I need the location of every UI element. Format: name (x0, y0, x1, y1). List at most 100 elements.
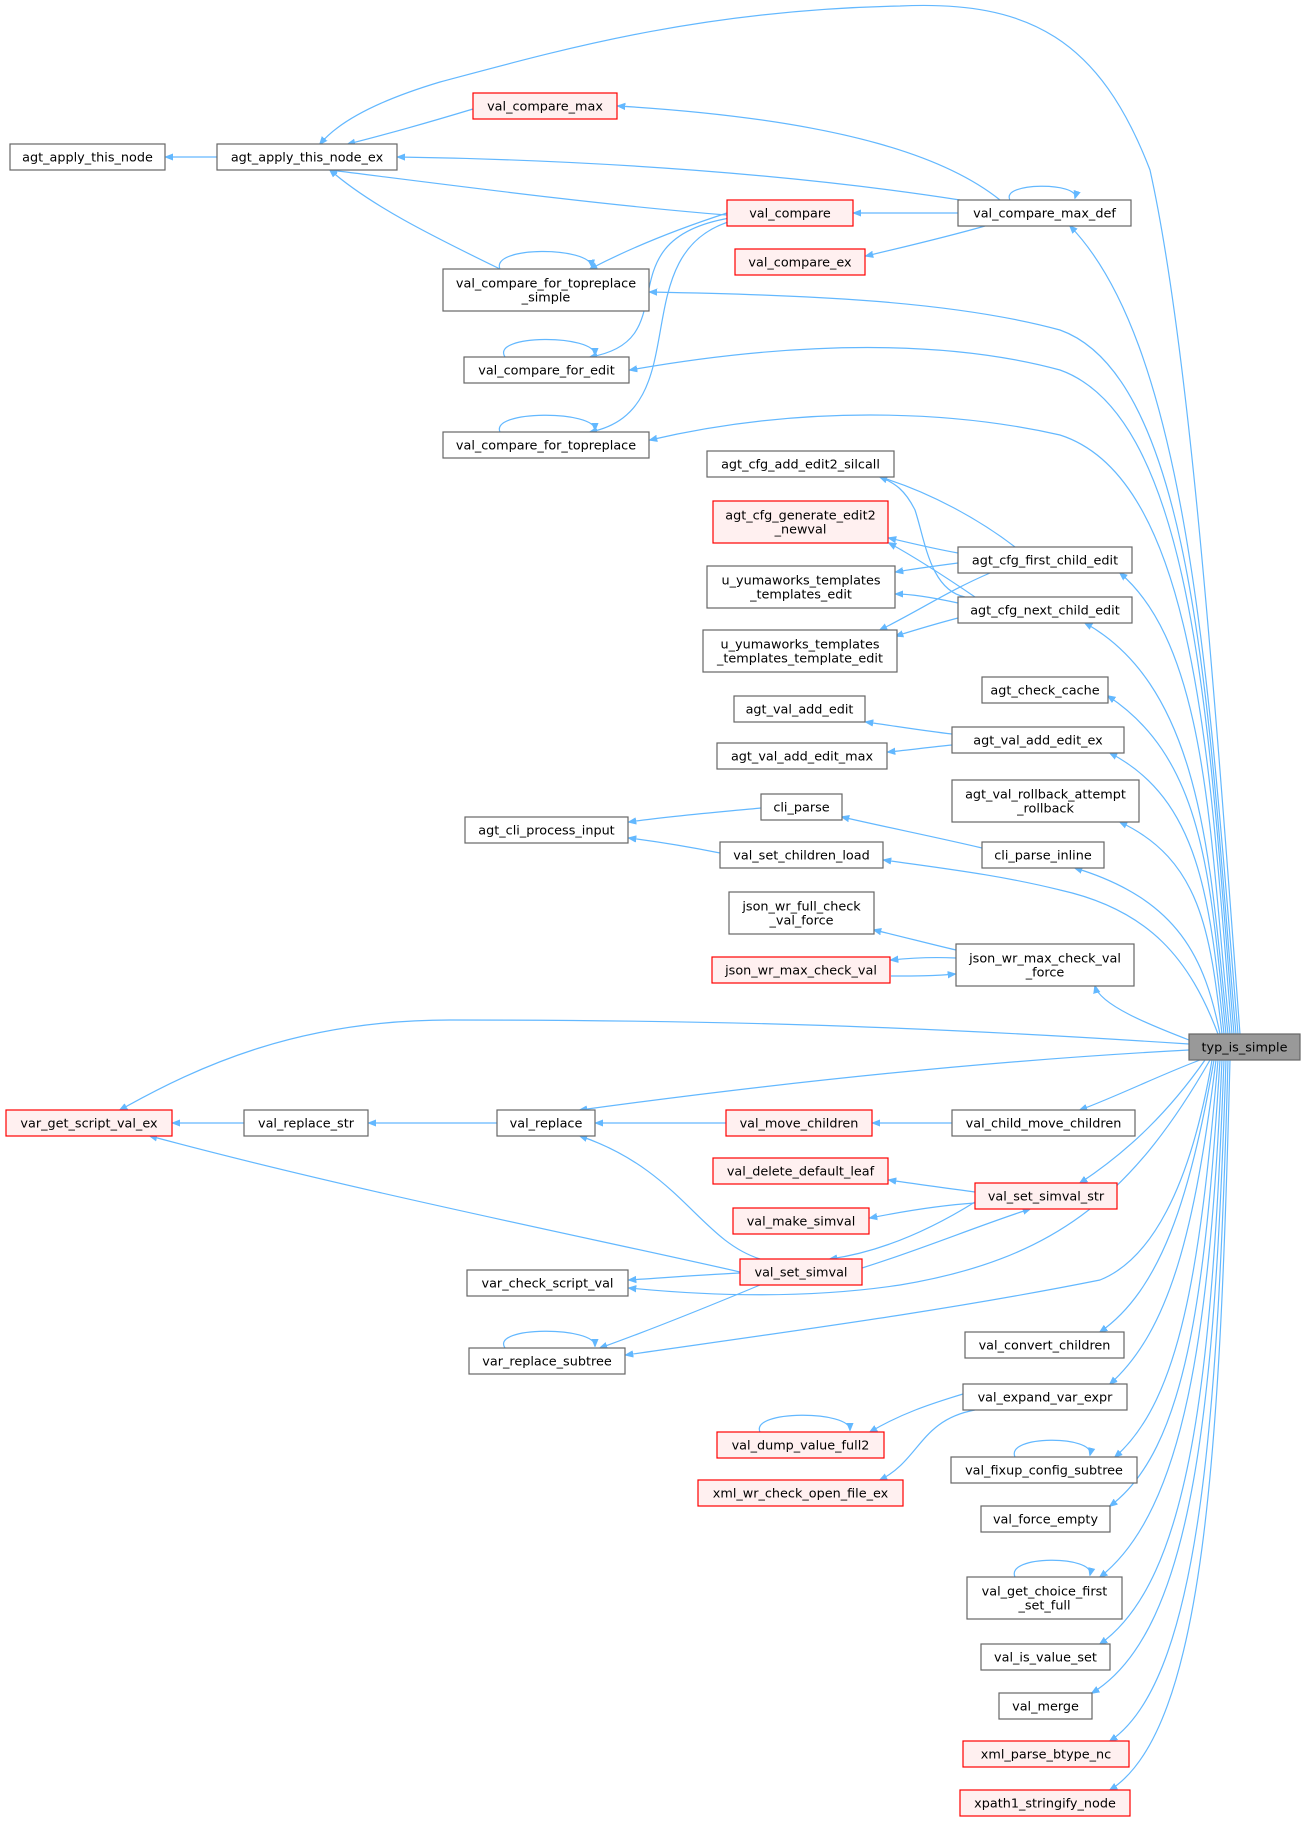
node-agt-val-add-edit-ex[interactable]: agt_val_add_edit_ex (951, 726, 1125, 754)
node-agt-val-add-edit[interactable]: agt_val_add_edit (733, 695, 866, 723)
node-agt-apply-this-node[interactable]: agt_apply_this_node (9, 143, 166, 171)
node-var-check-script-val[interactable]: var_check_script_val (466, 1269, 629, 1297)
edge-typ_is_simple-to-val_get_choice_first_set_full (1100, 1059, 1223, 1577)
edge-val_compare_for_topreplace_simple-to-val_compare_for_topreplace_simple (498, 250, 592, 270)
node-agt-cli-process-input[interactable]: agt_cli_process_input (464, 816, 629, 844)
node-val-compare[interactable]: val_compare (726, 199, 854, 227)
edge-typ_is_simple-to-val_replace (580, 1049, 1190, 1110)
node-cli-parse[interactable]: cli_parse (760, 793, 843, 821)
node-u-yumaworks-templates-templates-edit[interactable]: u_yumaworks_templates_templates_edit (706, 565, 896, 609)
node-label: xml_wr_check_open_file_ex (713, 1487, 889, 1502)
node-u-yumaworks-templates-templates-template-edit[interactable]: u_yumaworks_templates_templates_template… (702, 629, 898, 673)
node-typ-is-simple[interactable]: typ_is_simple (1188, 1033, 1301, 1061)
node-json-wr-max-check-val-force[interactable]: json_wr_max_check_val_force (955, 943, 1135, 987)
node-agt-cfg-next-child-edit[interactable]: agt_cfg_next_child_edit (957, 596, 1133, 624)
edge-val_set_simval-to-var_check_script_val (629, 1272, 741, 1280)
node-val-compare-for-topreplace-simple[interactable]: val_compare_for_topreplace_simple (442, 268, 650, 312)
node-agt-val-rollback-attempt-rollback[interactable]: agt_val_rollback_attempt_rollback (951, 779, 1140, 823)
edge-agt_cfg_next_child_edit-to-u_yumaworks_templates_templates_edit (896, 594, 959, 604)
node-agt-cfg-generate-edit2-newval[interactable]: agt_cfg_generate_edit2_newval (712, 500, 889, 544)
edge-agt_cfg_next_child_edit-to-u_yumaworks_templates_templates_template_edit (896, 617, 959, 636)
node-val-set-children-load[interactable]: val_set_children_load (719, 841, 884, 869)
node-val-set-simval[interactable]: val_set_simval (739, 1258, 863, 1286)
node-label: val_compare_max (487, 100, 603, 115)
node-val-make-simval[interactable]: val_make_simval (732, 1207, 870, 1235)
node-var-replace-subtree[interactable]: var_replace_subtree (468, 1347, 626, 1375)
node-val-force-empty[interactable]: val_force_empty (980, 1505, 1111, 1533)
node-box (706, 450, 895, 478)
edge-typ_is_simple-to-agt_val_rollback_attempt_rollback (1120, 822, 1223, 1035)
node-label: val_child_move_children (966, 1117, 1122, 1132)
node-val-fixup-config-subtree[interactable]: val_fixup_config_subtree (950, 1456, 1138, 1484)
node-label: xml_parse_btype_nc (981, 1748, 1111, 1763)
node-box (716, 1431, 885, 1459)
node-label: val_expand_var_expr (978, 1391, 1114, 1406)
node-val-replace-str[interactable]: val_replace_str (243, 1109, 369, 1137)
node-val-dump-value-full2[interactable]: val_dump_value_full2 (716, 1431, 885, 1459)
node-val-child-move-children[interactable]: val_child_move_children (951, 1109, 1136, 1137)
node-label: val_replace_str (258, 1117, 355, 1132)
edge-typ_is_simple-to-xml_parse_btype_nc (1110, 1059, 1229, 1741)
node-box (9, 143, 166, 171)
node-label: var_get_script_val_ex (20, 1117, 158, 1132)
node-box (496, 1109, 596, 1137)
node-val-compare-for-topreplace[interactable]: val_compare_for_topreplace (442, 431, 650, 459)
node-xml-wr-check-open-file-ex[interactable]: xml_wr_check_open_file_ex (697, 1479, 904, 1507)
node-val-is-value-set[interactable]: val_is_value_set (980, 1643, 1111, 1671)
node-label: agt_val_add_edit (746, 703, 854, 718)
node-val-merge[interactable]: val_merge (998, 1692, 1093, 1720)
edge-typ_is_simple-to-agt_val_add_edit_ex (1110, 753, 1225, 1035)
node-label: cli_parse_inline (994, 849, 1092, 864)
node-label: agt_val_add_edit_max (731, 750, 874, 765)
node-agt-cfg-add-edit2-silcall[interactable]: agt_cfg_add_edit2_silcall (706, 450, 895, 478)
node-box (951, 1109, 1136, 1137)
edge-cli_parse-to-agt_cli_process_input (629, 807, 762, 822)
edge-agt_cfg_first_child_edit-to-agt_cfg_generate_edit2_newval (889, 538, 959, 554)
node-label: _set_full (1017, 1599, 1070, 1614)
node-box (962, 1740, 1130, 1768)
node-val-compare-for-edit[interactable]: val_compare_for_edit (463, 356, 630, 384)
node-box (733, 695, 866, 723)
node-label: val_compare_ex (748, 256, 852, 271)
edge-agt_val_add_edit_ex-to-agt_val_add_edit_max (888, 744, 953, 752)
edge-val_set_simval_str-to-val_set_simval (830, 1201, 976, 1259)
edge-val_compare_max_def-to-val_compare_max (618, 106, 1001, 201)
node-xml-parse-btype-nc[interactable]: xml_parse_btype_nc (962, 1740, 1130, 1768)
edge-val_compare_for_edit-to-val_compare_for_edit (502, 338, 595, 358)
node-box (739, 1258, 863, 1286)
edge-val_set_simval-to-var_replace_subtree (600, 1284, 761, 1348)
node-agt-cfg-first-child-edit[interactable]: agt_cfg_first_child_edit (957, 546, 1133, 574)
node-box (760, 793, 843, 821)
node-val-expand-var-expr[interactable]: val_expand_var_expr (962, 1383, 1128, 1411)
node-json-wr-full-check-val-force[interactable]: json_wr_full_check_val_force (728, 891, 875, 935)
edge-val_compare-to-val_compare_for_topreplace_simple (590, 212, 728, 269)
node-xpath1-stringify-node[interactable]: xpath1_stringify_node (959, 1789, 1131, 1817)
node-val-get-choice-first-set-full[interactable]: val_get_choice_first_set_full (966, 1576, 1123, 1620)
node-json-wr-max-check-val[interactable]: json_wr_max_check_val (711, 956, 891, 984)
node-val-compare-max-def[interactable]: val_compare_max_def (957, 199, 1132, 227)
edge-json_wr_max_check_val-to-json_wr_max_check_val_force (890, 974, 955, 976)
edge-val_compare-to-agt_apply_this_node_ex (330, 170, 728, 216)
node-box (728, 891, 875, 935)
node-box (719, 841, 884, 869)
node-val-compare-ex[interactable]: val_compare_ex (734, 248, 866, 276)
node-val-compare-max[interactable]: val_compare_max (472, 92, 618, 120)
node-label: var_replace_subtree (482, 1355, 612, 1370)
node-box (243, 1109, 369, 1137)
node-val-move-children[interactable]: val_move_children (725, 1109, 873, 1137)
node-agt-val-add-edit-max[interactable]: agt_val_add_edit_max (716, 742, 888, 770)
node-val-set-simval-str[interactable]: val_set_simval_str (974, 1182, 1118, 1210)
node-agt-check-cache[interactable]: agt_check_cache (981, 676, 1109, 704)
node-var-get-script-val-ex[interactable]: var_get_script_val_ex (5, 1109, 173, 1137)
node-val-delete-default-leaf[interactable]: val_delete_default_leaf (712, 1157, 889, 1185)
node-label: agt_val_add_edit_ex (973, 734, 1103, 749)
node-agt-apply-this-node-ex[interactable]: agt_apply_this_node_ex (216, 143, 398, 171)
node-val-replace[interactable]: val_replace (496, 1109, 596, 1137)
node-cli-parse-inline[interactable]: cli_parse_inline (981, 841, 1105, 869)
node-box (957, 199, 1132, 227)
edge-val_compare_max_def-to-val_compare_max_def (1008, 185, 1075, 201)
node-val-convert-children[interactable]: val_convert_children (964, 1331, 1125, 1359)
node-label: agt_apply_this_node (22, 151, 153, 166)
node-box (702, 629, 898, 673)
node-label: agt_apply_this_node_ex (231, 151, 384, 166)
